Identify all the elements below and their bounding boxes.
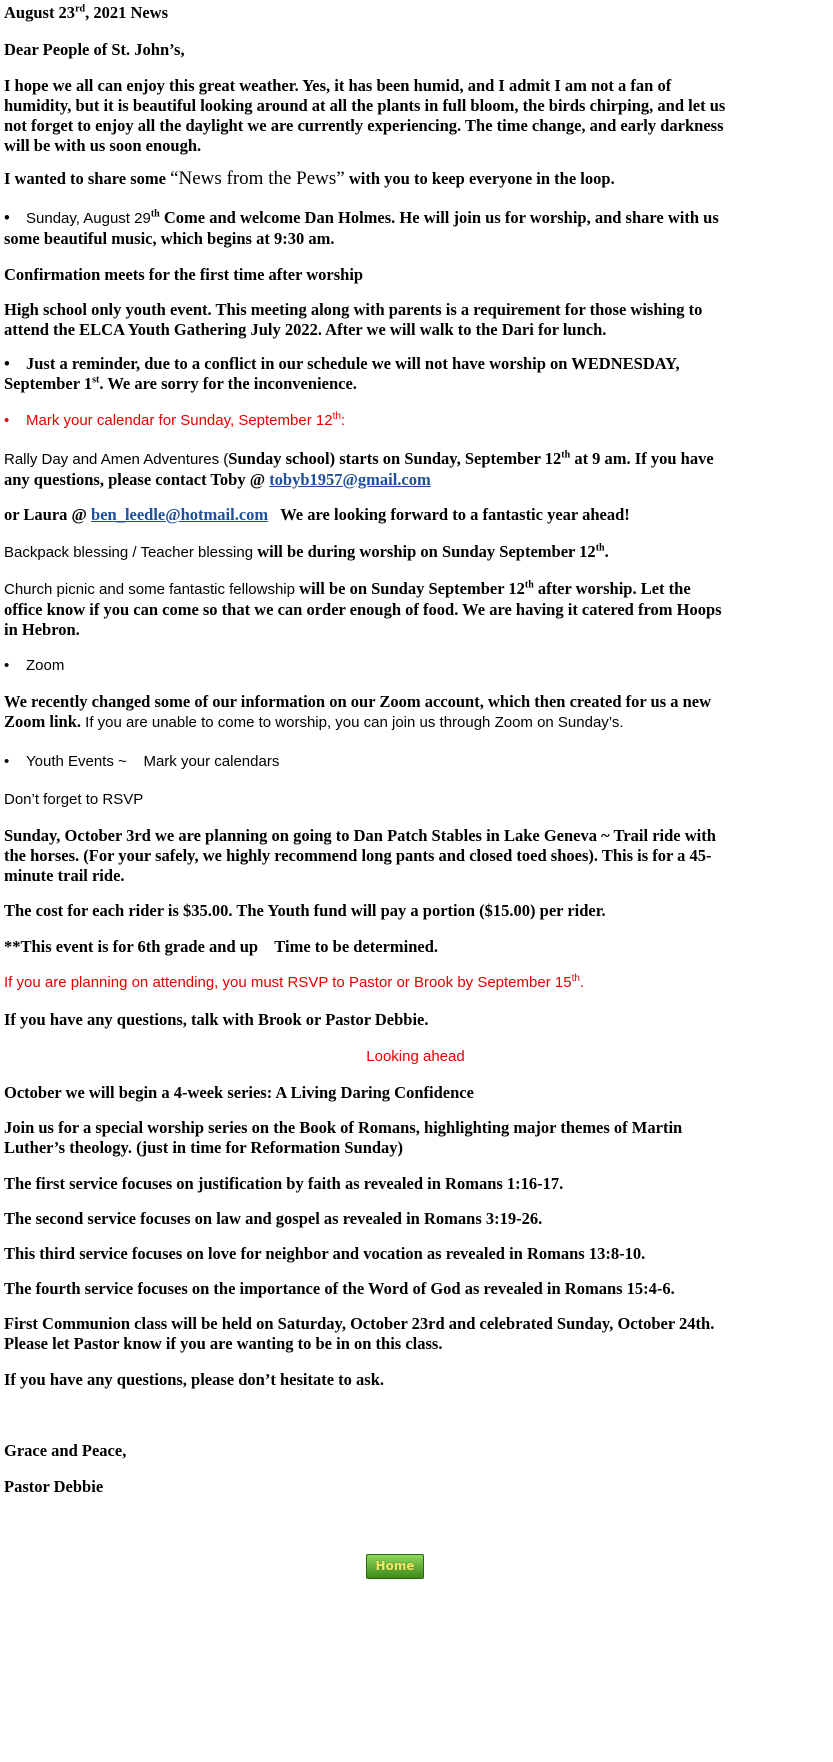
highschool-paragraph: High school only youth event. This meeti…: [4, 300, 703, 339]
bullet-dot: •: [4, 753, 10, 770]
home-button[interactable]: Home: [366, 1554, 424, 1579]
laura-line: or Laura @ ben_leedle@hotmail.com We are…: [4, 505, 630, 524]
communion-paragraph: First Communion class will be held on Sa…: [4, 1314, 715, 1353]
rsvp-deadline: If you are planning on attending, you mu…: [4, 973, 585, 992]
october-series: October we will begin a 4-week series: A…: [4, 1083, 474, 1102]
first-service: The first service focuses on justificati…: [4, 1174, 564, 1193]
romans-paragraph: Join us for a special worship series on …: [4, 1118, 683, 1157]
closing: Grace and Peace,: [4, 1441, 127, 1460]
bullet-dot: •: [4, 412, 10, 429]
laura-email-link[interactable]: ben_leedle@hotmail.com: [91, 505, 269, 524]
questions-closing: If you have any questions, please don’t …: [4, 1370, 384, 1389]
signature: Pastor Debbie: [4, 1477, 104, 1496]
bullet-mark-calendar: •Mark your calendar for Sunday, Septembe…: [4, 411, 346, 430]
trail-ride-paragraph: Sunday, October 3rd we are planning on g…: [4, 826, 716, 885]
rally-day-paragraph: Rally Day and Amen Adventures (Sunday sc…: [4, 449, 714, 489]
bullet-dan-holmes: •Sunday, August 29th Come and welcome Da…: [4, 208, 719, 248]
questions-brook: If you have any questions, talk with Bro…: [4, 1010, 429, 1029]
fourth-service: The fourth service focuses on the import…: [4, 1279, 675, 1298]
picnic-paragraph: Church picnic and some fantastic fellows…: [4, 579, 722, 639]
date-title: August 23rd, 2021 News: [4, 3, 169, 22]
third-service: This third service focuses on love for n…: [4, 1244, 646, 1263]
bullet-dot: •: [4, 354, 10, 373]
bullet-dot: •: [4, 657, 10, 674]
zoom-paragraph: We recently changed some of our informat…: [4, 692, 712, 731]
bullet-zoom: •Zoom: [4, 657, 65, 674]
grade-line: **This event is for 6th grade and up Tim…: [4, 937, 439, 956]
backpack-line: Backpack blessing / Teacher blessing wil…: [4, 542, 609, 561]
intro-paragraph: I hope we all can enjoy this great weath…: [4, 76, 726, 155]
bullet-youth-events: •Youth Events ~ Mark your calendars: [4, 753, 280, 770]
rsvp-reminder: Don’t forget to RSVP: [4, 791, 144, 808]
bullet-dot: •: [4, 208, 10, 227]
share-line: I wanted to share some “News from the Pe…: [4, 168, 615, 189]
cost-line: The cost for each rider is $35.00. The Y…: [4, 901, 606, 920]
second-service: The second service focuses on law and go…: [4, 1209, 543, 1228]
bullet-wednesday: •Just a reminder, due to a conflict in o…: [4, 354, 680, 393]
looking-ahead-heading: Looking ahead: [366, 1048, 465, 1065]
confirmation-line: Confirmation meets for the first time af…: [4, 265, 364, 284]
greeting: Dear People of St. John’s,: [4, 40, 185, 59]
toby-email-link[interactable]: tobyb1957@gmail.com: [269, 470, 431, 489]
